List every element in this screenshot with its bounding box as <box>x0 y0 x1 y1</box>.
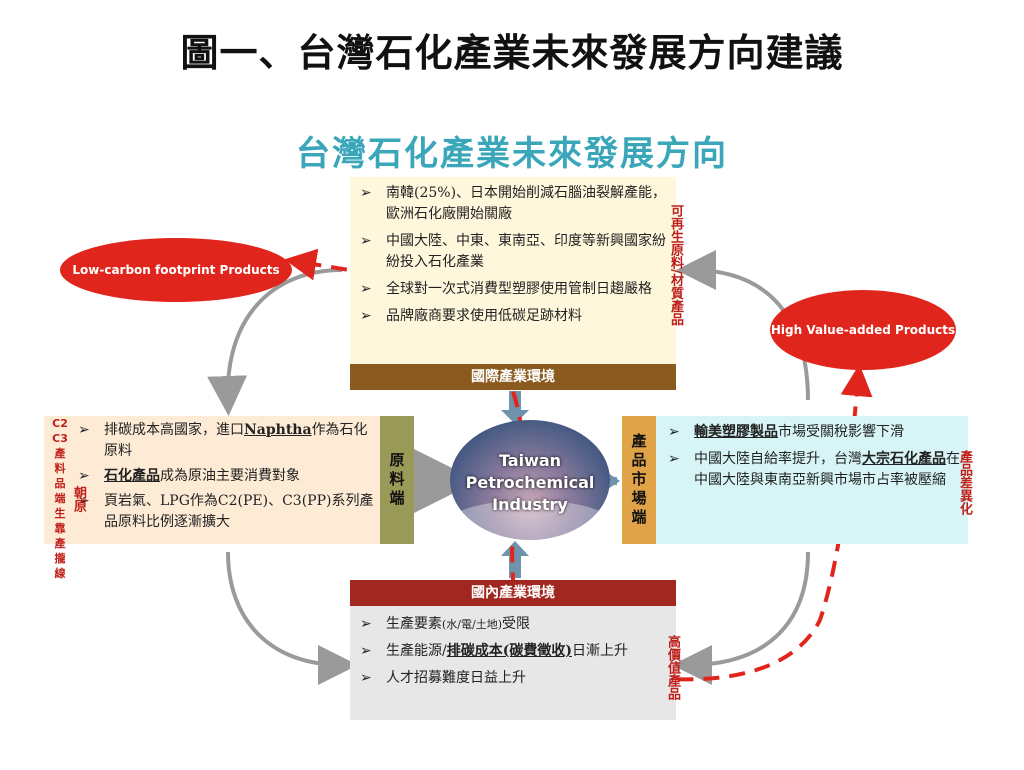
label-c2: C2 <box>52 417 68 430</box>
arrowhead-bullet-icon: ➢ <box>668 424 680 440</box>
market-text: 中國大陸自給率提升，台灣 <box>694 451 862 467</box>
domestic-text-small: (水/電/土地) <box>442 618 502 631</box>
naphtha-text: Naphtha <box>244 422 312 438</box>
label-part: 生靠 <box>54 507 66 535</box>
c2c3-production-line-label: C2 C3 產料 品端 生靠 產攏 線 朝原 <box>50 416 90 581</box>
domestic-bullet-3: ➢ 人才招募難度日益上升 <box>360 668 668 689</box>
domestic-text: 生產要素 <box>386 616 442 632</box>
product-market-box: ➢ 輸美塑膠製品市場受關稅影響下滑 ➢ 中國大陸自給率提升，台灣大宗石化產品在中國大… <box>656 416 968 544</box>
arrowhead-bullet-icon: ➢ <box>360 643 372 659</box>
domestic-bullet-1: ➢ 生產要素(水/電/土地)受限 <box>360 614 668 635</box>
international-environment-box: ➢ 南韓(25%)、日本開始削減石腦油裂解產能，歐洲石化廠開始關廠 ➢ 中國大陸、中… <box>350 177 676 364</box>
product-differentiation-label: 產品差異化 <box>957 449 972 515</box>
taiwan-petrochemical-industry-circle: Taiwan Petrochemical Industry <box>450 420 610 540</box>
feedstock-text: 頁岩氣、LPG作為C2(PE)、C3(PP)系列產品原料比例逐漸擴大 <box>104 493 374 530</box>
feedstock-box: ➢ 排碳成本高國家，進口Naphtha作為石化原料 ➢ 石化產品成為原油主要消費對象… <box>44 416 380 544</box>
plastic-exports-text: 輸美塑膠製品 <box>694 424 778 440</box>
feedstock-bullet-2: ➢ 石化產品成為原油主要消費對象 <box>78 466 376 487</box>
domestic-text: 生產能源/ <box>386 643 447 659</box>
intl-bullet-3: ➢ 全球對一次式消費型塑膠使用管制日趨嚴格 <box>360 279 668 300</box>
feedstock-label: 原料端 <box>380 416 414 544</box>
label-part: 線 <box>54 567 66 580</box>
domestic-text: 人才招募難度日益上升 <box>386 670 526 686</box>
arrowhead-bullet-icon: ➢ <box>78 493 90 509</box>
domestic-environment-box: ➢ 生產要素(水/電/土地)受限 ➢ 生產能源/排碳成本(碳費徵收)日漸上升 ➢ 人才… <box>350 606 676 720</box>
diagram-title: 台灣石化產業未來發展方向 <box>296 134 728 174</box>
carbon-cost-text: 排碳成本(碳費徵收) <box>446 643 572 659</box>
arrowhead-bullet-icon: ➢ <box>360 308 372 324</box>
feedstock-bullet-1: ➢ 排碳成本高國家，進口Naphtha作為石化原料 <box>78 420 376 462</box>
arrowhead-bullet-icon: ➢ <box>360 233 372 249</box>
cycle-arrow-top-right <box>676 250 810 401</box>
cycle-arrow-bottom-right <box>672 551 810 685</box>
petrochemical-products-text: 石化產品 <box>104 468 160 484</box>
feedstock-text: 排碳成本高國家，進口 <box>104 422 244 438</box>
intl-bullet-1: ➢ 南韓(25%)、日本開始削減石腦油裂解產能，歐洲石化廠開始關廠 <box>360 183 668 225</box>
center-label: Taiwan Petrochemical Industry <box>450 450 610 516</box>
intl-bullet-text: 全球對一次式消費型塑膠使用管制日趨嚴格 <box>386 281 652 297</box>
market-bullet-1: ➢ 輸美塑膠製品市場受關稅影響下滑 <box>668 422 960 443</box>
arrowhead-intl-to-center <box>501 410 529 424</box>
feedstock-bullet-3: ➢ 頁岩氣、LPG作為C2(PE)、C3(PP)系列產品原料比例逐漸擴大 <box>78 491 376 533</box>
arrowhead-bullet-icon: ➢ <box>668 451 680 467</box>
bulk-petrochemicals-text: 大宗石化產品 <box>862 451 946 467</box>
center-line-1: Taiwan <box>498 451 562 470</box>
feedstock-text: 作為石化原料 <box>104 422 368 459</box>
cycle-arrow-bottom-left <box>226 551 358 685</box>
refinery-glow <box>450 500 610 540</box>
label-part: 品端 <box>54 477 66 505</box>
arrowhead-bullet-icon: ➢ <box>360 185 372 201</box>
domestic-text: 日漸上升 <box>571 643 628 659</box>
arrowhead-bullet-icon: ➢ <box>360 670 372 686</box>
arrowhead-bullet-icon: ➢ <box>360 616 372 632</box>
arrowhead-bullet-icon: ➢ <box>78 468 90 484</box>
high-value-products-label: 高價值產品 <box>665 634 680 700</box>
international-environment-label: 國際產業環境 <box>350 364 676 390</box>
label-toward-feedstock: 朝原 <box>71 485 86 512</box>
arrowhead-bullet-icon: ➢ <box>78 422 90 438</box>
label-part: 產攏 <box>54 537 66 565</box>
market-text: 市場受關稅影響下滑 <box>778 424 904 440</box>
intl-bullet-text: 品牌廠商要求使用低碳足跡材料 <box>386 308 582 324</box>
intl-bullet-4: ➢ 品牌廠商要求使用低碳足跡材料 <box>360 306 668 327</box>
intl-bullet-2: ➢ 中國大陸、中東、東南亞、印度等新興國家紛紛投入石化產業 <box>360 231 668 273</box>
market-text: 在中國大陸與東南亞新興市場市占率被壓縮 <box>694 451 960 488</box>
intl-bullet-text: 南韓(25%)、日本開始削減石腦油裂解產能，歐洲石化廠開始關廠 <box>386 185 667 222</box>
high-value-products-ellipse: High Value-added Products <box>770 290 956 370</box>
label-c3: C3 <box>52 432 68 445</box>
domestic-environment-label: 國內產業環境 <box>350 580 676 606</box>
page-title: 圖一、台灣石化產業未來發展方向建議 <box>180 31 844 75</box>
low-carbon-products-ellipse: Low-carbon footprint Products <box>60 238 292 302</box>
center-line-3: Industry <box>492 495 568 514</box>
center-line-2: Petrochemical <box>465 473 595 492</box>
arrowhead-bullet-icon: ➢ <box>360 281 372 297</box>
arrowhead-domestic-to-center <box>501 541 529 556</box>
market-bullet-2: ➢ 中國大陸自給率提升，台灣大宗石化產品在中國大陸與東南亞新興市場市占率被壓縮 <box>668 449 960 491</box>
intl-bullet-text: 中國大陸、中東、東南亞、印度等新興國家紛紛投入石化產業 <box>386 233 666 270</box>
product-market-label: 產品市場端 <box>622 416 656 544</box>
feedstock-text: 成為原油主要消費對象 <box>160 468 300 484</box>
label-part: 產料 <box>54 447 66 475</box>
domestic-bullet-2: ➢ 生產能源/排碳成本(碳費徵收)日漸上升 <box>360 641 668 662</box>
renewable-materials-label: 可再生原料/材質產品 <box>668 204 683 326</box>
domestic-text: 受限 <box>502 616 530 632</box>
